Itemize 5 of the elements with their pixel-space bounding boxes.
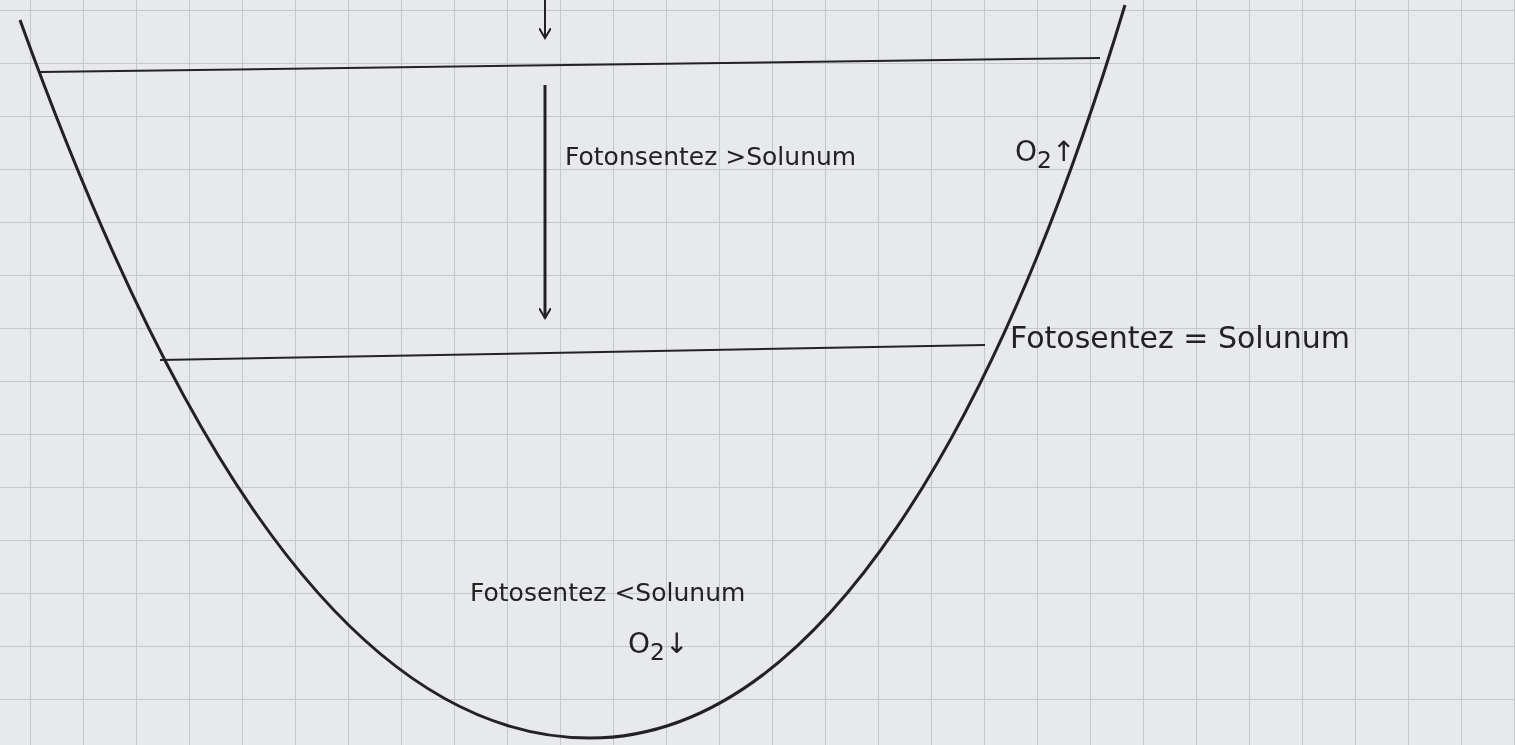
handwritten-label: O$_{2}$↑ <box>1015 135 1076 174</box>
handwritten-label: O$_{2}$↓ <box>628 627 689 666</box>
handwritten-label: Fotonsentez >Solunum <box>565 142 857 171</box>
handwritten-label: Fotosentez <Solunum <box>470 578 746 607</box>
handwritten-label: Fotosentez = Solunum <box>1010 320 1350 355</box>
